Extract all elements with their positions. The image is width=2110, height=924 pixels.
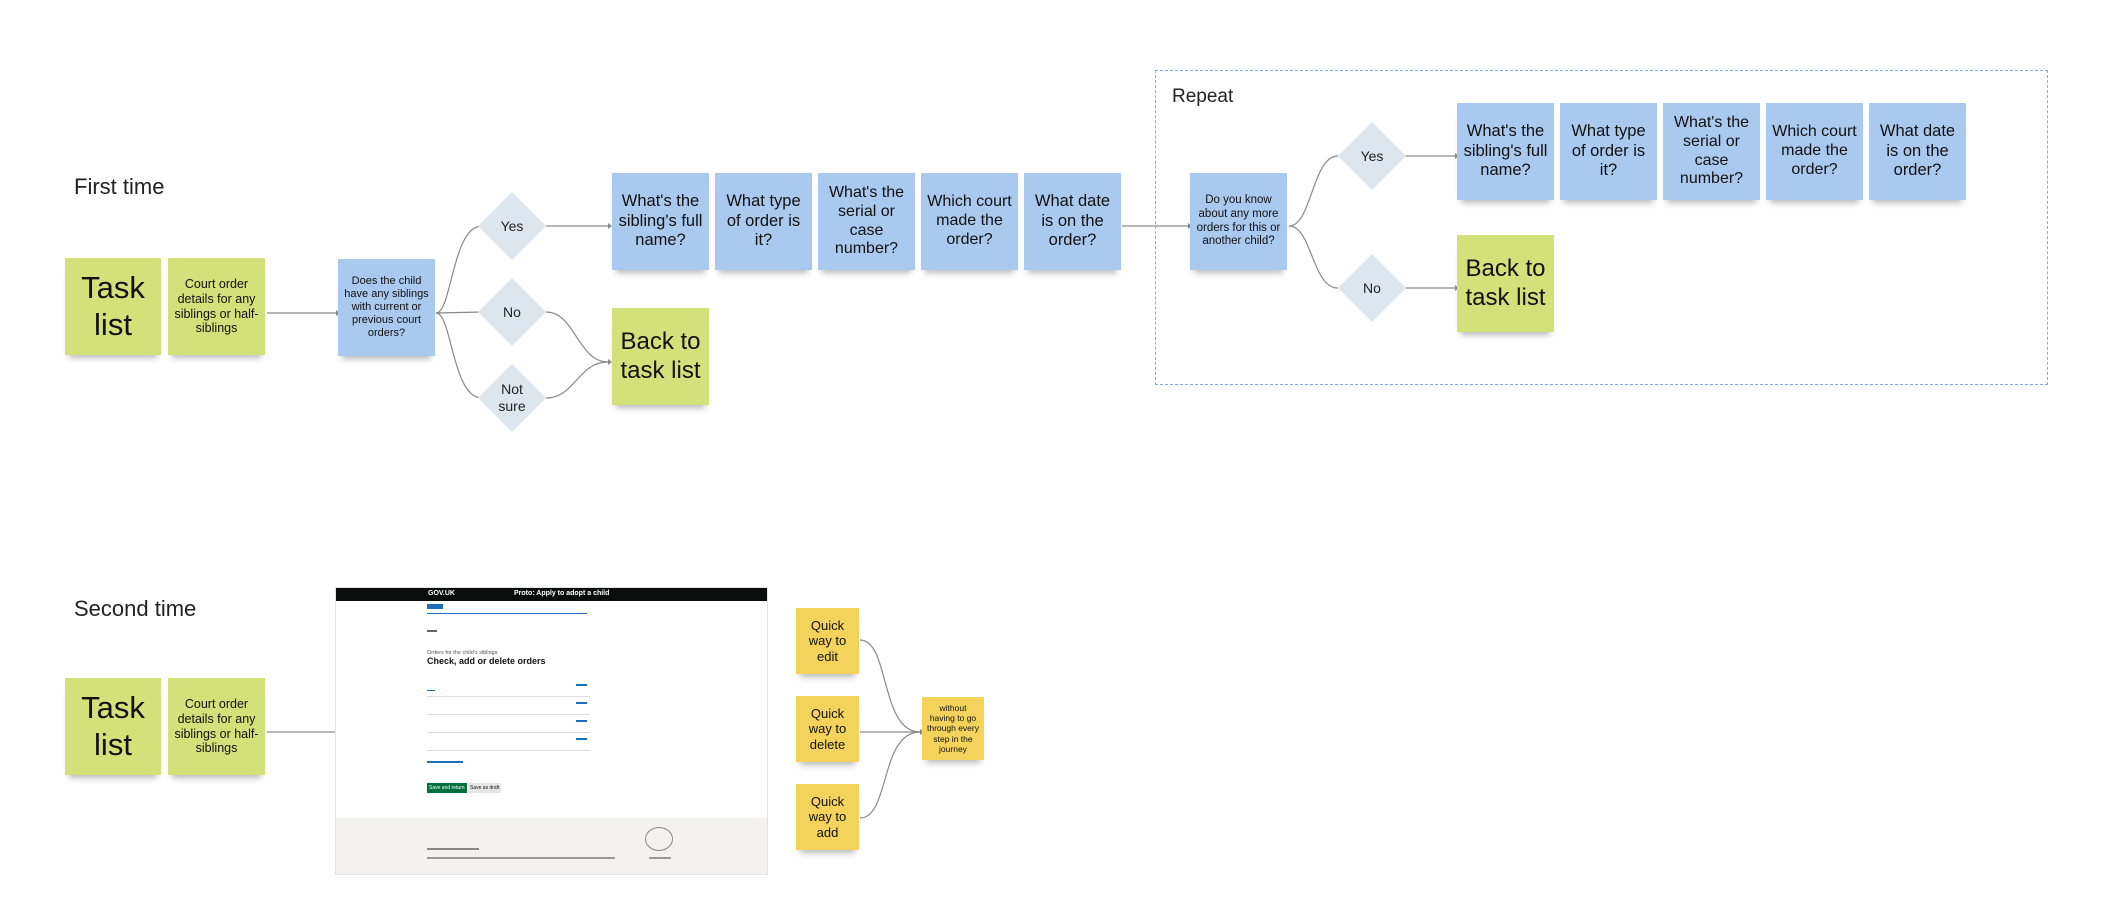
- delete-link[interactable]: [576, 720, 587, 722]
- question-note-order-type: What type of order is it?: [715, 173, 812, 270]
- page-heading: Check, add or delete orders: [427, 656, 546, 666]
- court-order-details-note: Court order details for any siblings or …: [168, 678, 265, 775]
- quick-add-note: Quick way to add: [796, 784, 859, 850]
- save-and-return-button[interactable]: Save and return: [427, 783, 467, 793]
- repeat-question-note-order-date: What date is on the order?: [1869, 103, 1966, 200]
- second-time-title: Second time: [74, 596, 197, 621]
- yes-decision: Yes: [478, 192, 546, 260]
- crown-crest-icon: [645, 827, 673, 851]
- siblings-question-note: Does the child have any siblings with cu…: [338, 259, 435, 356]
- footer-licence-text: [427, 857, 615, 859]
- question-note-court: Which court made the order?: [921, 173, 1018, 270]
- table-row-divider: [427, 714, 590, 715]
- repeat-back-to-task-list-note: Back to task list: [1457, 235, 1554, 332]
- table-row-divider: [427, 750, 590, 751]
- page-screenshot: GOV.UK Proto: Apply to adopt a child Ord…: [335, 587, 768, 875]
- back-to-task-list-note: Back to task list: [612, 308, 709, 405]
- repeat-question-note-serial-number: What's the serial or case number?: [1663, 103, 1760, 200]
- repeat-label: Repeat: [1172, 86, 1234, 107]
- question-note-order-date: What date is on the order?: [1024, 173, 1121, 270]
- phase-banner-line: [427, 613, 587, 614]
- not-sure-label: Not sure: [498, 381, 526, 414]
- repeat-question-note-order-type: What type of order is it?: [1560, 103, 1657, 200]
- table-row-divider: [427, 732, 590, 733]
- quick-edit-note: Quick way to edit: [796, 608, 859, 674]
- repeat-yes-decision: Yes: [1338, 122, 1406, 190]
- service-name: Proto: Apply to adopt a child: [514, 590, 610, 597]
- not-sure-decision: Not sure: [478, 364, 546, 432]
- question-note-name: What's the sibling's full name?: [612, 173, 709, 270]
- repeat-question-note-name: What's the sibling's full name?: [1457, 103, 1554, 200]
- order-link[interactable]: [427, 683, 435, 691]
- first-time-title: First time: [74, 174, 165, 199]
- footer-text: [427, 848, 479, 850]
- repeat-no-decision: No: [1338, 254, 1406, 322]
- quick-delete-note: Quick way to delete: [796, 696, 859, 762]
- yes-label: Yes: [1360, 147, 1384, 164]
- yes-label: Yes: [500, 217, 524, 234]
- phase-tag: [427, 604, 443, 609]
- crown-copyright-text: [649, 857, 671, 859]
- no-label: No: [503, 303, 521, 320]
- delete-link[interactable]: [576, 738, 587, 740]
- repeat-question-note-court: Which court made the order?: [1766, 103, 1863, 200]
- table-row-divider: [427, 696, 590, 697]
- govuk-header: GOV.UK Proto: Apply to adopt a child: [336, 588, 767, 601]
- task-list-note: Task list: [65, 678, 161, 775]
- without-steps-note: without having to go through every step …: [922, 697, 984, 760]
- delete-link[interactable]: [576, 684, 587, 686]
- govuk-logo: GOV.UK: [428, 590, 455, 597]
- delete-link[interactable]: [576, 702, 587, 704]
- question-note-serial-number: What's the serial or case number?: [818, 173, 915, 270]
- no-decision: No: [478, 278, 546, 346]
- govuk-footer: [336, 818, 767, 874]
- more-orders-question-note: Do you know about any more orders for th…: [1190, 173, 1287, 270]
- task-list-note: Task list: [65, 258, 161, 355]
- save-as-draft-button[interactable]: Save as draft: [468, 783, 502, 793]
- no-label: No: [1363, 279, 1381, 296]
- add-another-order-link[interactable]: [427, 761, 463, 763]
- repeat-group-box: [1155, 70, 2048, 385]
- back-link[interactable]: [427, 630, 437, 632]
- court-order-details-note: Court order details for any siblings or …: [168, 258, 265, 355]
- page-caption: Orders for the child's siblings: [427, 650, 498, 656]
